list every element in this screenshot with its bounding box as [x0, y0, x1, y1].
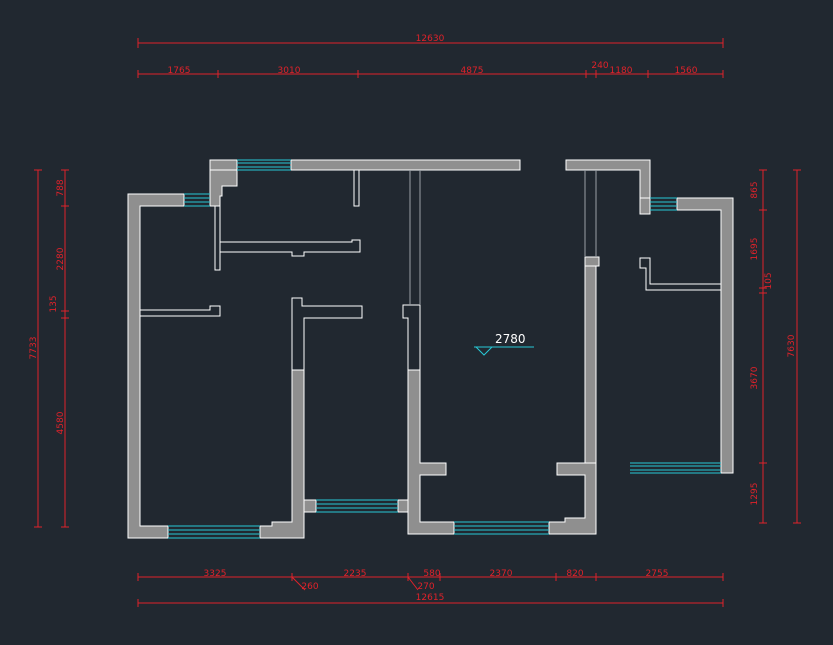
left-dim-3: 135: [49, 295, 59, 312]
bottom-left-wall: [259, 369, 305, 539]
bottom-small-dim-1: 260: [301, 582, 318, 592]
center-upper-partition: [402, 304, 421, 370]
window-right-upper: [650, 197, 677, 211]
right-upper-wall: [565, 159, 651, 199]
bottom-dim-2: 2235: [344, 569, 367, 579]
right-dim-1: 865: [750, 181, 760, 198]
small-wall-stub: [214, 205, 221, 271]
top-dim-6: 1560: [675, 66, 698, 76]
elevation-label: 2780: [495, 332, 526, 346]
right-dimension-group: 865 1695 105 3670 1295 7630: [750, 169, 801, 524]
window-bottom-living: [454, 521, 549, 535]
top-dim-5: 1180: [610, 66, 633, 76]
top-dimension-group: 12630 1765 3010 4875 240 1180 1560: [137, 34, 724, 78]
hidden-lines: [409, 170, 597, 305]
top-wall: [290, 159, 521, 171]
bottom-dim-4: 2370: [490, 569, 513, 579]
left-total-dimension: 7733: [29, 337, 39, 360]
windows-group: [168, 159, 721, 539]
upper-closet: [220, 239, 361, 257]
right-upper-pier: [639, 197, 651, 215]
walls-group: [127, 159, 734, 539]
bottom-middle-pier-left: [303, 499, 317, 513]
left-dim-2: 2280: [56, 247, 66, 270]
right-dim-2: 1695: [750, 238, 760, 261]
window-bottom-middle: [316, 499, 398, 513]
left-outer-wall: [127, 193, 185, 539]
bottom-dim-6: 2755: [646, 569, 669, 579]
bottom-middle-pier-right: [397, 499, 409, 513]
top-left-wall-stub: [209, 159, 238, 171]
bottom-dim-5: 820: [566, 569, 583, 579]
bottom-right-living-wall: [548, 462, 597, 535]
window-bottom-left: [168, 525, 260, 539]
window-left-upper: [184, 193, 210, 207]
bottom-small-dim-2: 270: [417, 582, 434, 592]
upper-stub: [353, 169, 360, 207]
bottom-dimension-group: 3325 2235 580 2370 820 2755 260 270 1261…: [137, 569, 724, 607]
elevation-marker: 2780: [474, 332, 534, 356]
left-partition: [140, 305, 221, 317]
top-dim-3: 4875: [461, 66, 484, 76]
window-right-bottom: [630, 462, 721, 474]
left-dimension-group: 7733 788 2280 135 4580: [29, 169, 69, 528]
left-dim-1: 788: [56, 179, 66, 196]
window-top-left: [237, 159, 291, 171]
center-column-wall: [407, 369, 455, 535]
right-inner-wall-cap: [584, 256, 600, 267]
right-total-dimension: 7630: [787, 334, 797, 357]
top-dim-2: 3010: [278, 66, 301, 76]
right-dim-5: 1295: [750, 483, 760, 506]
right-dim-3: 105: [764, 272, 774, 289]
right-dim-4: 3670: [750, 366, 760, 389]
left-dim-4: 4580: [56, 411, 66, 434]
bottom-dim-1: 3325: [204, 569, 227, 579]
right-small-room: [639, 257, 722, 291]
right-outer-wall: [676, 197, 734, 474]
top-total-dimension: 12630: [416, 34, 445, 44]
bottom-total-dimension: 12615: [416, 593, 445, 603]
bottom-dim-3: 580: [423, 569, 440, 579]
left-upper-pier: [209, 169, 238, 207]
right-inner-wall: [584, 256, 597, 464]
elevation-triangle-icon: [474, 346, 494, 356]
top-dim-1: 1765: [168, 66, 191, 76]
top-dim-4: 240: [591, 61, 608, 71]
middle-partition: [291, 297, 363, 370]
